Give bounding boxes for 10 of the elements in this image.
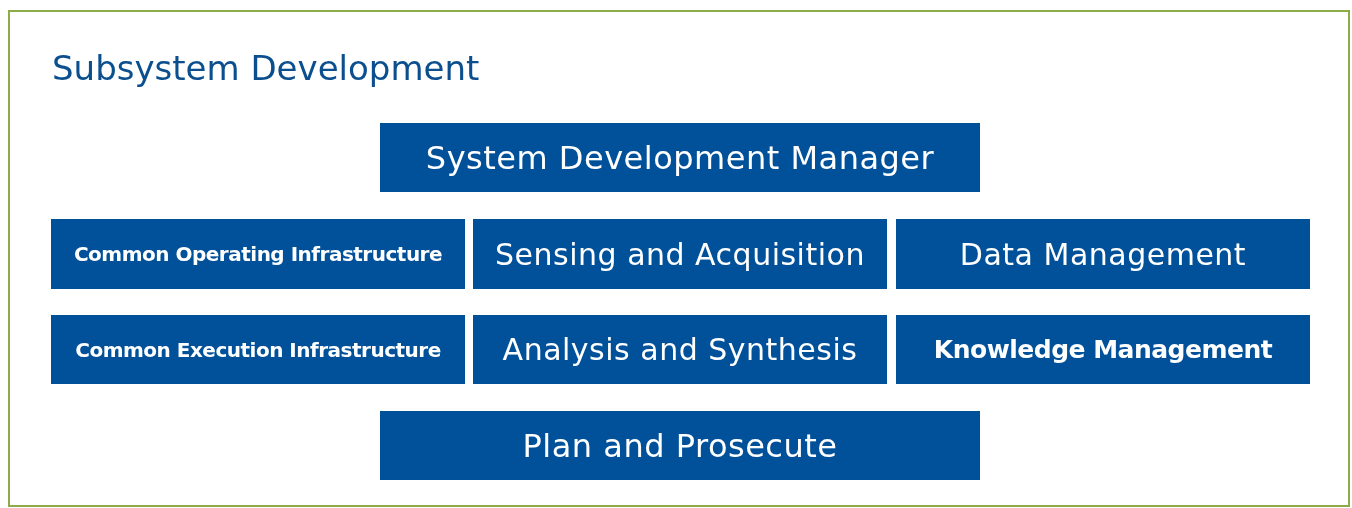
component-box: Common Operating Infrastructure <box>51 219 465 289</box>
group-title: Subsystem Development <box>52 48 480 88</box>
group-frame <box>8 10 1350 507</box>
component-box: Analysis and Synthesis <box>473 315 887 384</box>
component-box: Sensing and Acquisition <box>473 219 887 289</box>
component-box: Common Execution Infrastructure <box>51 315 465 384</box>
component-box: Data Management <box>896 219 1310 289</box>
component-box: Knowledge Management <box>896 315 1310 384</box>
component-box: Plan and Prosecute <box>380 411 980 480</box>
component-box: System Development Manager <box>380 123 980 192</box>
